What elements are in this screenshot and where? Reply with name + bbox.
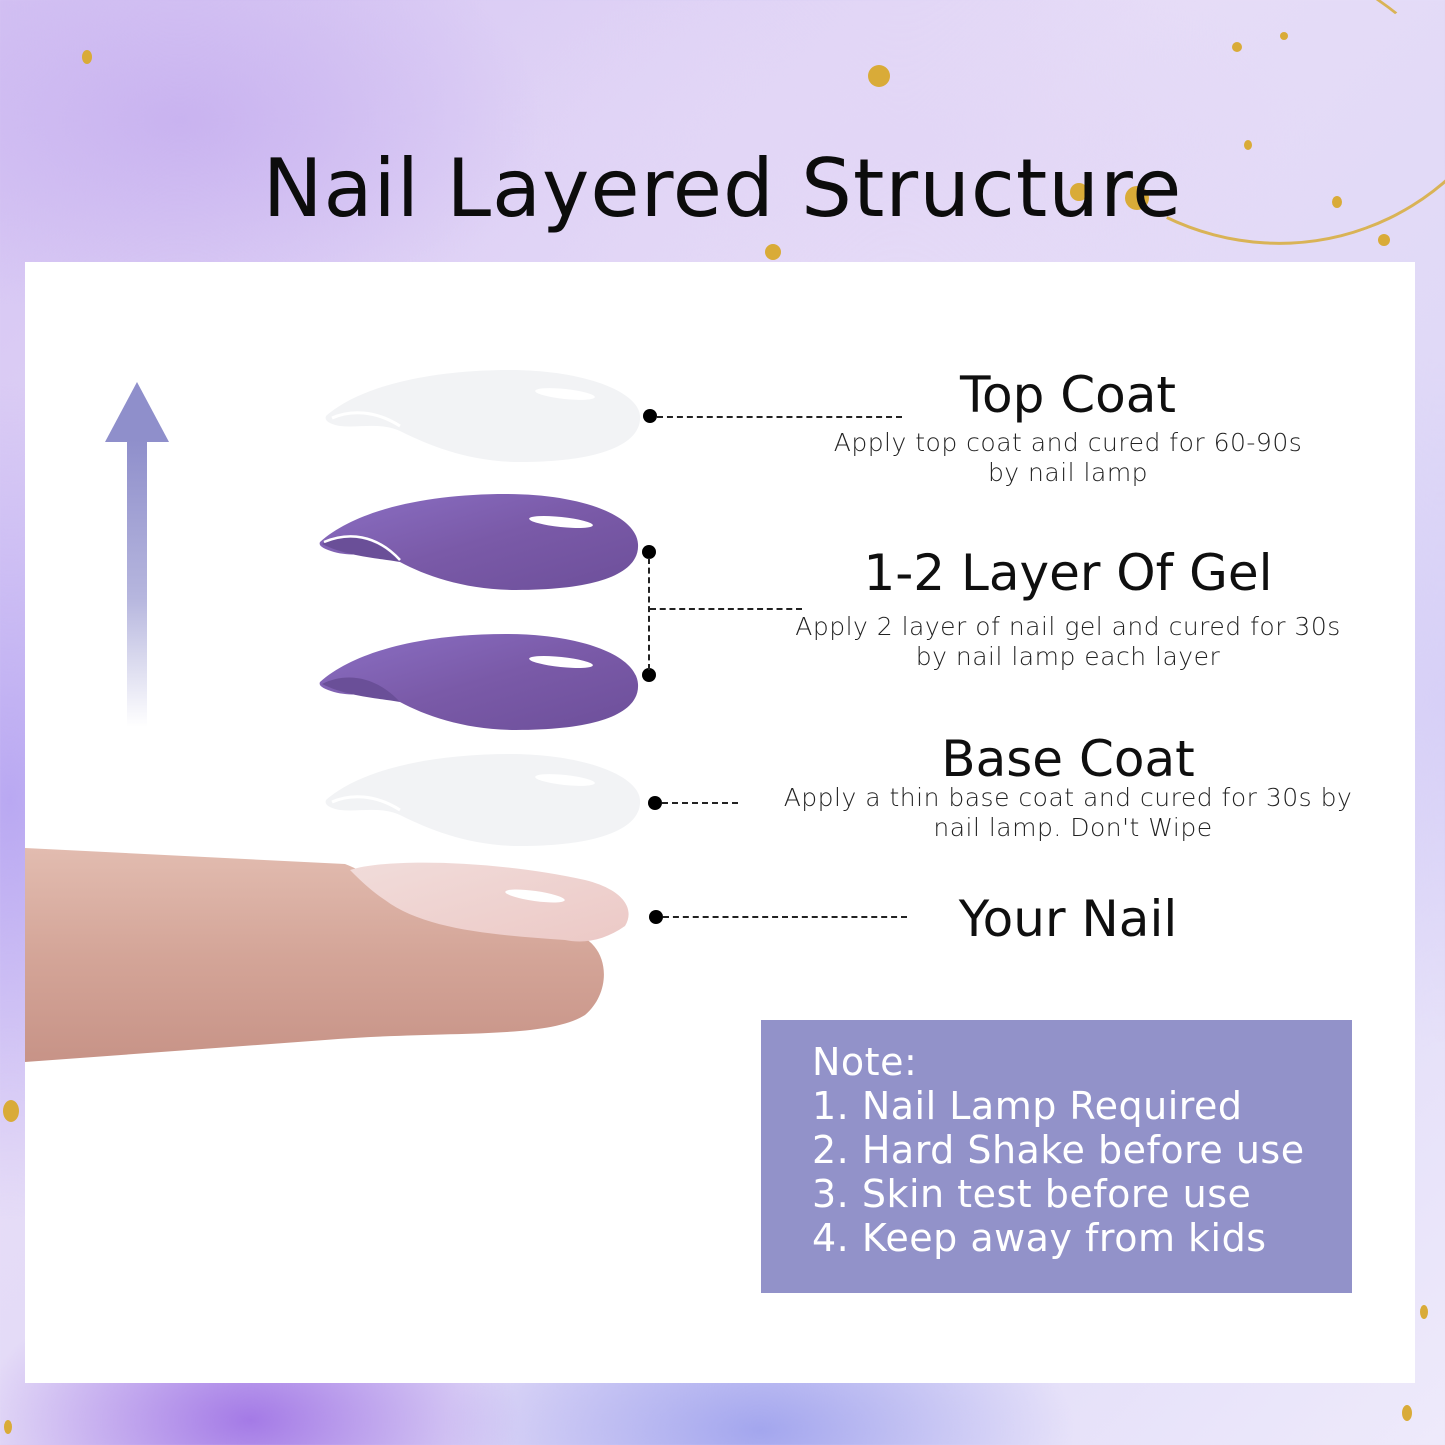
connector-line [657, 416, 902, 418]
note-box: Note: 1. Nail Lamp Required 2. Hard Shak… [761, 1020, 1352, 1293]
connector-dot [642, 668, 656, 682]
gold-dot [1378, 234, 1390, 246]
gold-dot [1232, 42, 1242, 52]
connector-dot [643, 409, 657, 423]
connector-line [663, 916, 907, 918]
gold-dot [1420, 1305, 1428, 1319]
purple-gel-nail-layer-icon [319, 634, 639, 730]
connector-line [650, 608, 802, 610]
gold-dot [1332, 196, 1342, 208]
gold-dot [1402, 1405, 1412, 1421]
gold-dot [3, 1100, 19, 1122]
layer-title: Base Coat [941, 730, 1195, 788]
layer-title: Top Coat [959, 366, 1176, 424]
layer-description: nail lamp. Don't Wipe [933, 813, 1213, 842]
gold-dot [1244, 140, 1252, 150]
connector-line [662, 802, 738, 804]
note-item: 1. Nail Lamp Required [812, 1084, 1243, 1128]
note-heading: Note: [812, 1040, 918, 1084]
arrow-head [105, 382, 169, 442]
connector-bracket-line [648, 558, 650, 670]
note-item: 3. Skin test before use [812, 1172, 1252, 1216]
purple-gel-nail-layer-icon [319, 494, 639, 590]
gold-dot [82, 50, 92, 64]
arrow-up-icon [105, 382, 169, 727]
note-item: 4. Keep away from kids [812, 1216, 1267, 1260]
finger-with-nail-icon [25, 848, 629, 1062]
note-item: 2. Hard Shake before use [812, 1128, 1305, 1172]
layer-description: Apply a thin base coat and cured for 30s… [783, 783, 1353, 812]
clear-nail-layer-icon [325, 370, 641, 462]
gold-dot [1280, 32, 1288, 40]
connector-dot [642, 545, 656, 559]
connector-dot [649, 910, 663, 924]
layer-description: Apply 2 layer of nail gel and cured for … [795, 612, 1341, 641]
gold-dot [868, 65, 890, 87]
gold-dot [4, 1420, 12, 1434]
layer-description: Apply top coat and cured for 60-90s [833, 428, 1303, 457]
layer-description: by nail lamp [987, 458, 1149, 487]
layer-description: by nail lamp each layer [915, 642, 1221, 671]
layer-title: Your Nail [958, 890, 1178, 948]
gold-dot [1070, 183, 1088, 201]
arrow-shaft [127, 440, 147, 727]
gold-dot [765, 244, 781, 260]
gold-dot [1125, 186, 1149, 210]
connector-dot [648, 796, 662, 810]
page-title: Nail Layered Structure [262, 141, 1183, 235]
layer-title: 1-2 Layer Of Gel [863, 544, 1273, 602]
clear-nail-layer-icon [325, 754, 641, 846]
